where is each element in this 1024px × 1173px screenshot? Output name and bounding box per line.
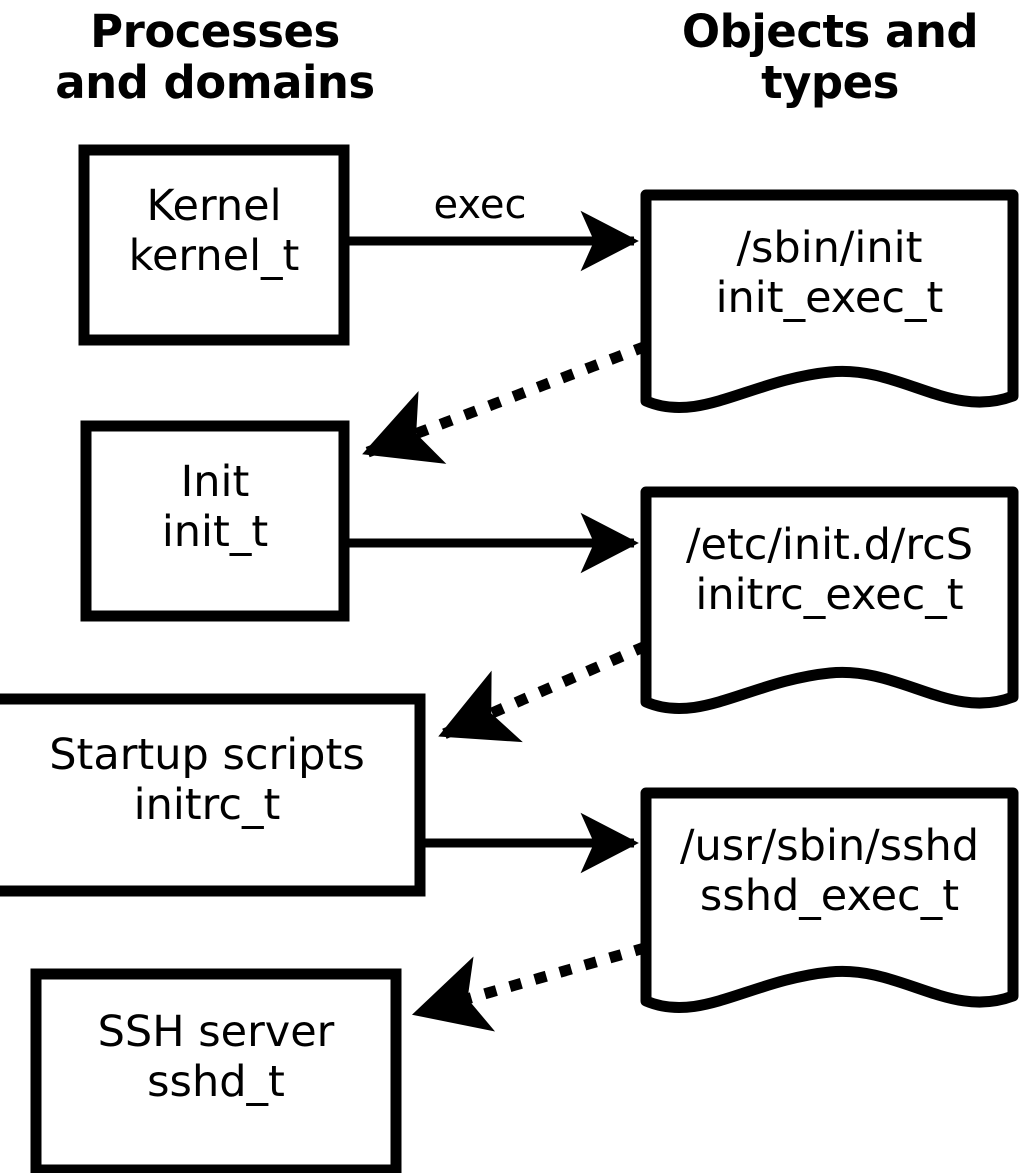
column-header-processes: Processes and domains — [55, 5, 375, 110]
process-box-initrc[interactable] — [0, 693, 426, 897]
edge-initrc-exec-transition-initrc — [436, 640, 649, 743]
object-doc-init-exec[interactable] — [640, 189, 1019, 414]
edge-sshd-exec-transition-sshd — [411, 942, 648, 1032]
process-box-init[interactable] — [80, 420, 350, 622]
process-box-sshd[interactable] — [30, 968, 402, 1173]
object-doc-initrc-exec[interactable] — [640, 486, 1019, 715]
edge-init-exec-transition-init — [360, 340, 649, 464]
edge-label-exec: exec — [433, 182, 527, 228]
process-box-kernel[interactable] — [78, 144, 350, 346]
column-header-objects: Objects and types — [681, 5, 979, 110]
object-doc-sshd-exec[interactable] — [640, 787, 1019, 1014]
